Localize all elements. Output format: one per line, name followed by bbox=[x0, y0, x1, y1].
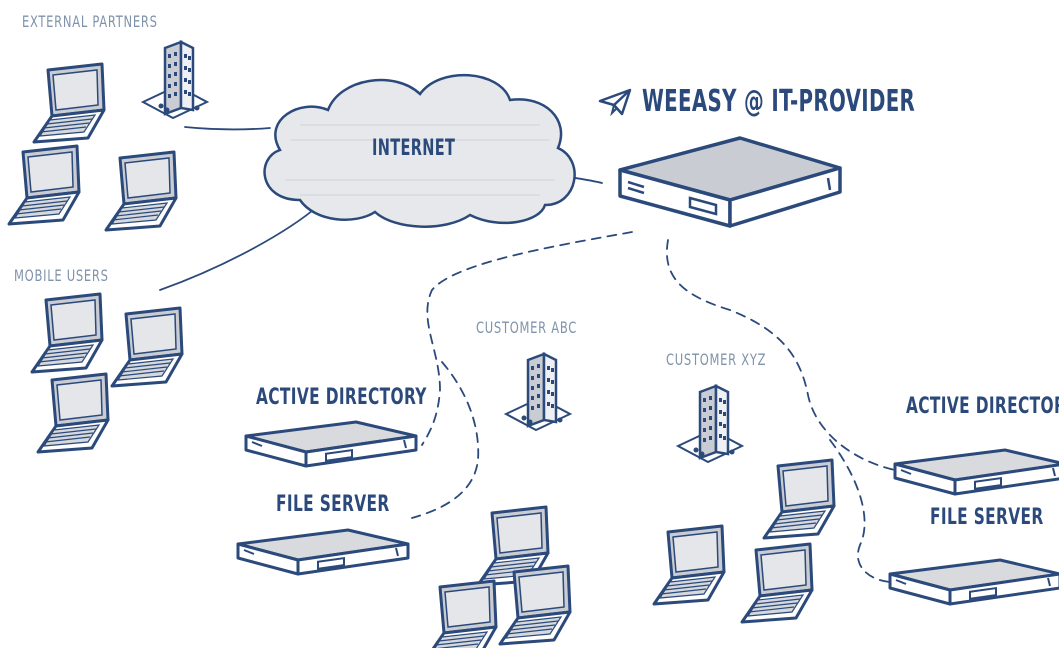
mobile-laptop-icon bbox=[110, 306, 184, 388]
mobile-laptop-icon bbox=[30, 292, 104, 374]
provider-appliance-icon bbox=[618, 136, 842, 228]
fs-right-label: File Server bbox=[930, 505, 1044, 530]
customer-xyz-label: Customer XYZ bbox=[666, 350, 767, 369]
vpn-provider-fs-right bbox=[829, 439, 891, 583]
ad-left-server-icon bbox=[244, 420, 418, 468]
customer-abc-label: Customer ABC bbox=[476, 318, 578, 337]
external-partners-label: External Partners bbox=[22, 12, 158, 31]
abc-building-icon bbox=[504, 352, 572, 432]
partners-building-icon bbox=[141, 40, 209, 120]
fs-left-label: File Server bbox=[276, 492, 390, 517]
xyz-laptop-icon bbox=[762, 458, 836, 540]
ad-left-label: Active Directory bbox=[256, 385, 427, 410]
provider-label: WEEASY @ IT-PROVIDER bbox=[642, 84, 916, 119]
fs-left-server-icon bbox=[236, 528, 410, 576]
xyz-laptop-icon bbox=[740, 542, 814, 624]
internet-cloud-icon bbox=[263, 73, 576, 228]
abc-laptop-icon bbox=[424, 579, 498, 648]
mobile-users-label: Mobile Users bbox=[14, 266, 109, 285]
mobile-laptop-icon bbox=[36, 372, 110, 454]
xyz-building-icon bbox=[676, 384, 744, 464]
vpn-lines bbox=[411, 231, 896, 583]
partner-laptop-icon bbox=[104, 150, 178, 232]
line-partners-internet bbox=[184, 126, 271, 131]
ad-right-server-icon bbox=[893, 448, 1059, 496]
partner-laptop-icon bbox=[32, 62, 106, 144]
fs-right-server-icon bbox=[888, 558, 1059, 606]
vpn-provider-ad-right bbox=[666, 239, 896, 471]
xyz-laptop-icon bbox=[652, 524, 726, 606]
ad-right-label: Active Directory bbox=[906, 394, 1059, 419]
partner-laptop-icon bbox=[7, 144, 81, 226]
internet-label: Internet bbox=[372, 136, 456, 161]
paper-plane-icon bbox=[598, 88, 632, 116]
line-mobile-internet bbox=[159, 205, 319, 291]
vpn-provider-ad-left bbox=[421, 231, 633, 446]
vpn-provider-fs-left bbox=[411, 361, 480, 519]
provider-title: WEEASY @ IT-PROVIDER bbox=[598, 84, 1056, 119]
